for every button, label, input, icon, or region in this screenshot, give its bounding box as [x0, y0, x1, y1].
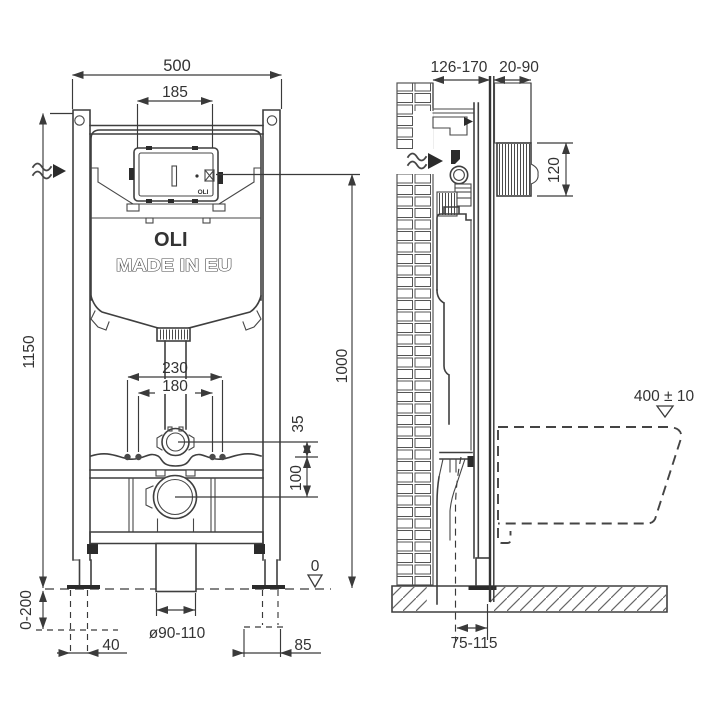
dim-foot-side-offset: 85 [294, 637, 311, 654]
dimensions: 500 185 1150 230 180 35 100 0-200 40 [18, 57, 695, 657]
flush-plate-side [493, 82, 539, 197]
dim-flushpipe-offset: 35 [290, 415, 307, 432]
floor-level-label: 0 [311, 558, 320, 575]
water-flow-icon [406, 152, 428, 170]
cistern-tank [90, 129, 262, 331]
right-fixing-hole [266, 115, 278, 126]
dim-drain-to-wall: 75-115 [450, 635, 497, 652]
water-inlet [406, 150, 472, 217]
water-flow-icon-front [31, 162, 66, 180]
top-bracket [432, 108, 474, 136]
datum-icon-bowl [655, 405, 675, 419]
dim-frame-depth: 126-170 [431, 59, 488, 76]
dim-overall-width: 500 [163, 57, 191, 75]
flush-slot [171, 165, 178, 187]
left-foot-clamp [87, 544, 98, 554]
drain-stub [155, 542, 197, 593]
dim-drain-diameter: ø90-110 [149, 625, 206, 642]
panel-logo: OLI [198, 189, 209, 196]
right-foot-extension [244, 590, 284, 628]
valve-icon [204, 169, 215, 182]
oli-logo: OLI [154, 229, 188, 251]
cistern-profile [436, 206, 472, 451]
left-foot-extension [36, 590, 118, 655]
finished-wall-line [488, 76, 495, 602]
made-in-eu-label: MADE IN EU [116, 255, 232, 275]
front-view: OLI OLI MADE IN EU [36, 109, 331, 657]
inlet-connector [451, 150, 460, 164]
fixing-rod-dots [124, 453, 226, 461]
inlet-valve [449, 165, 469, 185]
mounting-plate [89, 452, 263, 467]
dim-wall-finish: 20-90 [499, 59, 539, 76]
drain-centerline [454, 456, 462, 642]
dim-foot-adjust: 0-200 [18, 590, 35, 630]
dim-foot-width: 40 [102, 637, 120, 654]
dim-plate-height: 120 [546, 157, 563, 183]
toilet-bowl-outline [497, 426, 683, 544]
panel-dot [195, 174, 199, 178]
side-view [391, 76, 683, 642]
drain-bend [436, 451, 475, 642]
right-foot-clamp [254, 544, 265, 554]
dim-frame-height: 1150 [21, 335, 38, 369]
dim-drain-offset: 100 [288, 465, 305, 491]
wall-section [396, 82, 434, 586]
struts [128, 477, 216, 533]
right-foot-plate [252, 585, 285, 589]
tank-brackets [90, 310, 262, 331]
dim-fixing-outer: 230 [162, 360, 188, 377]
access-panel: OLI [129, 146, 223, 203]
top-crossbar [89, 124, 264, 135]
dim-fixing-inner: 180 [162, 378, 188, 395]
frame-rails [67, 109, 285, 589]
floor-slab [391, 585, 668, 613]
dim-plate-width: 185 [162, 84, 188, 101]
dim-bowl-height: 400 ± 10 [634, 388, 695, 405]
left-fixing-hole [74, 115, 85, 126]
dim-top-height: 1000 [334, 348, 351, 383]
left-foot-plate [67, 585, 100, 589]
datum-icon-floor [306, 574, 324, 589]
